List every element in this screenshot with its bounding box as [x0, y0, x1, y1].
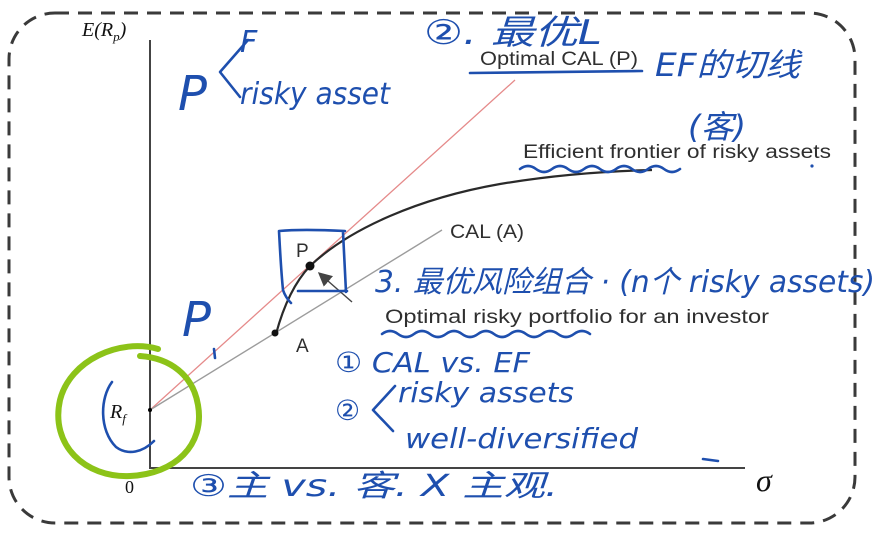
optimal-portfolio-label: P	[296, 241, 309, 262]
note-point-2-line2: well-diversified	[405, 422, 638, 455]
optimal-cal-underline	[468, 69, 644, 75]
stray-ink-dash	[701, 457, 720, 463]
optimal-risky-portfolio-label: Optimal risky portfolio for an investor	[385, 307, 770, 328]
p-vs-f-bracket	[218, 38, 250, 99]
note-p-mark: P	[182, 292, 211, 348]
y-axis-label: E(Rp)	[81, 19, 127, 44]
cal-a-label: CAL (A)	[450, 222, 524, 243]
optimal-cal-line	[149, 79, 516, 411]
optimal-portfolio-box	[277, 228, 349, 305]
risk-free-label: Rf	[109, 401, 128, 426]
note-f-letter: F	[240, 25, 258, 60]
portfolio-a-point	[271, 329, 279, 337]
risk-free-blue-arc	[101, 380, 156, 454]
stray-ink-dot	[810, 164, 814, 168]
portfolio-a-label: A	[296, 336, 309, 357]
note-p-letter: P	[178, 66, 207, 122]
y-axis-label-main: E(R	[81, 19, 113, 41]
origin-label: 0	[125, 477, 134, 497]
risk-free-label-main: R	[109, 401, 122, 423]
axes: E(Rp) 0 σ	[81, 19, 773, 498]
note-point-1: ① CAL vs. EF	[335, 346, 531, 379]
note-point-2-number: ②	[335, 394, 360, 427]
x-axis-label: σ	[756, 462, 773, 498]
note-3-optimal-risky: 3. 最优风险组合 · (n个 risky assets)	[375, 265, 875, 300]
optimal-portfolio-arrow	[317, 272, 353, 303]
note-tangent: EF的切线	[655, 46, 803, 84]
note-objective: (客)	[688, 108, 746, 146]
note-2-optimal-l: ②. 最优L	[424, 13, 602, 53]
risk-free-green-circle	[55, 343, 202, 480]
y-axis-label-end: )	[119, 19, 127, 41]
efficient-frontier-curve	[274, 168, 653, 335]
risk-free-point	[148, 408, 152, 412]
efficient-frontier-label: Efficient frontier of risky assets	[523, 142, 831, 163]
note-point-3: ③主 vs. 客. X 主观.	[190, 469, 558, 504]
y-axis-label-sub: p	[112, 29, 120, 44]
note-risky-asset: risky asset	[240, 77, 391, 112]
optimal-cal-label: Optimal CAL (P)	[480, 49, 638, 70]
efficient-frontier-wavy-underline	[518, 164, 682, 174]
optimal-portfolio-point	[305, 261, 315, 271]
optimal-risky-wavy-underline	[380, 329, 592, 339]
dashed-frame	[7, 11, 857, 525]
cal-a-line	[149, 229, 443, 411]
note-point-2-line1: risky assets	[398, 376, 574, 409]
p-mark-comma	[212, 347, 217, 360]
risk-free-label-sub: f	[122, 411, 128, 426]
point-2-bracket	[371, 384, 397, 433]
